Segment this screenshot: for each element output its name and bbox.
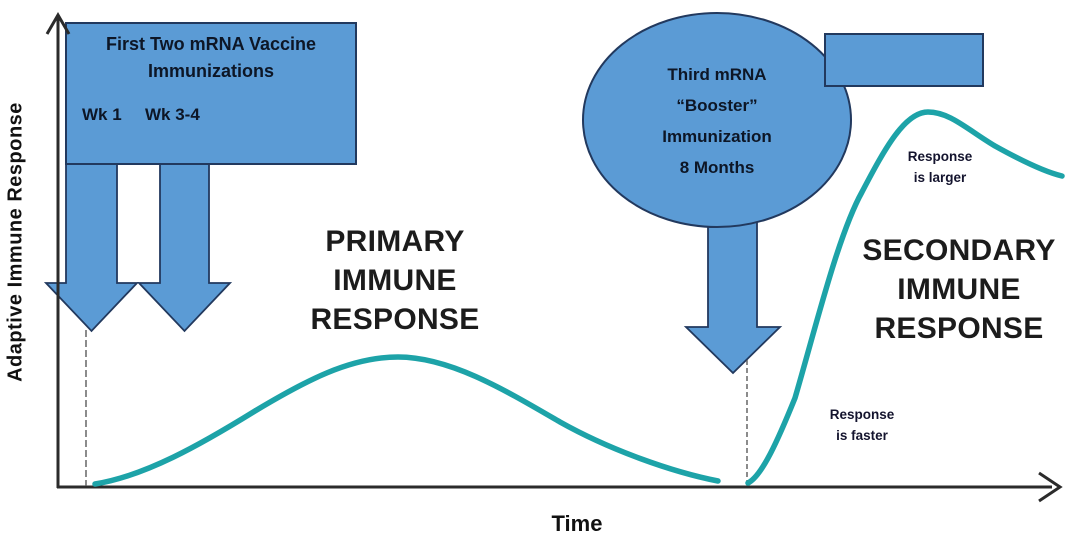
x-axis-arrowhead	[1038, 471, 1063, 503]
primary-response-curve	[92, 354, 721, 487]
secondary-label-line3: RESPONSE	[874, 312, 1044, 345]
primary-immune-response-label: PRIMARY IMMUNE RESPONSE	[295, 222, 495, 339]
secondary-label-line2: IMMUNE	[897, 273, 1021, 306]
response-faster-note: Response is faster	[812, 404, 912, 446]
response-larger-line1: Response	[907, 149, 973, 164]
secondary-response-curve	[745, 109, 1065, 486]
week2-label: Wk 3-4	[145, 105, 200, 124]
vaccine-box-shape	[65, 22, 357, 165]
response-larger-line2: is larger	[913, 170, 967, 185]
booster-arrow-icon	[683, 209, 783, 375]
booster-line4: 8 Months	[679, 158, 755, 177]
response-faster-line1: Response	[829, 407, 895, 422]
booster-ellipse-text: Third mRNA “Booster” Immunization 8 Mont…	[583, 59, 851, 183]
response-faster-line2: is faster	[836, 428, 888, 443]
y-axis-arrowhead	[45, 12, 71, 35]
callout-rect-shape	[824, 33, 984, 87]
vaccine-box-title-line2: Immunizations	[147, 61, 274, 81]
secondary-label-line1: SECONDARY	[862, 234, 1056, 267]
booster-ellipse-shape	[582, 12, 852, 228]
primary-label-line1: PRIMARY	[325, 225, 465, 258]
x-axis-label: Time	[551, 511, 603, 536]
y-axis-label: Adaptive Immune Response	[4, 102, 27, 382]
dose1-arrow-icon	[43, 151, 140, 333]
dose2-arrow-icon	[136, 151, 233, 333]
primary-label-line3: RESPONSE	[310, 303, 480, 336]
vaccine-box-title: First Two mRNA Vaccine Immunizations	[66, 31, 356, 85]
secondary-immune-response-label: SECONDARY IMMUNE RESPONSE	[851, 231, 1067, 348]
vaccine-box-title-line1: First Two mRNA Vaccine	[105, 34, 317, 54]
week1-label: Wk 1	[82, 105, 122, 124]
booster-line3: Immunization	[662, 127, 772, 146]
primary-label-line2: IMMUNE	[333, 264, 457, 297]
booster-line2: “Booster”	[676, 96, 758, 115]
response-larger-note: Response is larger	[888, 146, 992, 188]
booster-line1: Third mRNA	[667, 65, 767, 84]
